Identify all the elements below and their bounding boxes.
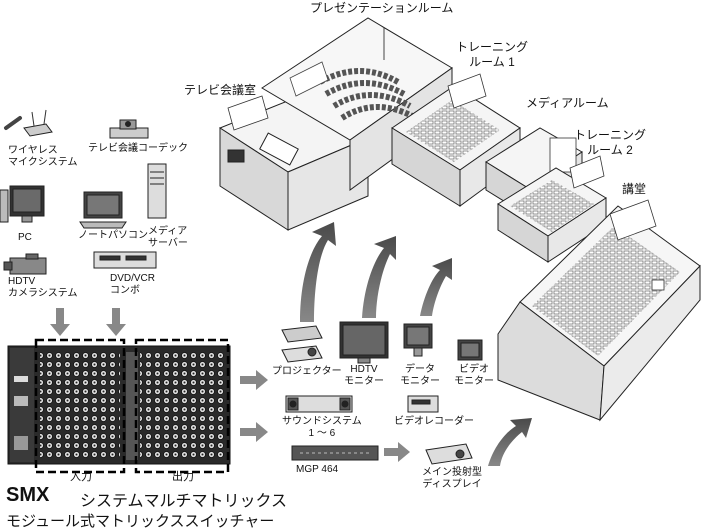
matrix-output-frame — [134, 338, 230, 474]
output-arrows — [240, 370, 410, 462]
output-label-sound-system: サウンドシステム 1 ～ 6 — [282, 416, 362, 440]
room-label-training-1: トレーニング ルーム 1 — [456, 40, 528, 70]
source-label-dvd-vcr-line1: DVD/VCR — [110, 273, 156, 284]
arrow-to-auditorium — [488, 418, 532, 466]
output-label-sound-system-line2: 1 ～ 6 — [308, 428, 336, 439]
source-devices — [0, 109, 167, 275]
title-brand: SMX — [6, 484, 50, 506]
dvd-vcr-icon — [93, 251, 157, 269]
matrix-output-label: 出力 — [172, 471, 194, 483]
video-conference-room — [218, 95, 370, 231]
source-label-pc: PC — [18, 232, 32, 243]
source-label-dvd-vcr: DVD/VCR コンボ — [110, 273, 155, 297]
hdtv-camera-icon — [3, 253, 47, 275]
sound-system-icon — [285, 395, 353, 413]
output-label-hdtv-monitor-line2: モニター — [344, 376, 384, 387]
training-room-2 — [497, 155, 607, 263]
smx-matrix — [7, 338, 231, 474]
source-label-hdtv-camera: HDTV カメラシステム — [8, 276, 78, 300]
source-label-hdtv-camera-line2: カメラシステム — [8, 288, 78, 299]
output-devices — [281, 321, 483, 465]
output-arrow-top — [240, 370, 268, 390]
room-label-training-2: トレーニング ルーム 2 — [574, 128, 646, 158]
title-name: システムマルチマトリックス — [80, 493, 288, 510]
output-label-projector: プロジェクター — [272, 366, 342, 377]
source-label-codec: テレビ会議コーデック — [88, 143, 188, 154]
output-label-video-recorder: ビデオレコーダー — [394, 416, 474, 427]
room-label-video-conf: テレビ会議室 — [184, 83, 257, 97]
output-label-sound-system-line1: サウンドシステム — [282, 416, 362, 427]
output-label-main-display: メイン投射型 ディスプレイ — [422, 467, 482, 491]
matrix-input-label: 入力 — [70, 471, 92, 483]
output-label-data-monitor: データ モニター — [400, 364, 440, 388]
room-label-training-2-line2: ルーム 2 — [587, 143, 633, 157]
wireless-mic-icon — [4, 109, 53, 137]
codec-icon — [109, 119, 149, 139]
mgp-to-display-arrow — [384, 442, 410, 462]
output-label-hdtv-monitor-line1: HDTV — [350, 364, 378, 375]
output-label-video-monitor: ビデオ モニター — [454, 364, 494, 388]
video-recorder-icon — [407, 395, 439, 413]
source-label-media-server-line1: メディア — [148, 226, 188, 237]
media-server-icon — [147, 163, 167, 219]
output-label-video-monitor-line2: モニター — [454, 376, 494, 387]
output-arrow-bottom — [240, 422, 268, 442]
matrix-input-frame — [34, 338, 126, 474]
input-arrows — [50, 308, 126, 336]
output-label-main-display-line1: メイン投射型 — [422, 467, 482, 478]
source-label-wireless-mic-line1: ワイヤレス — [8, 145, 58, 156]
output-label-video-monitor-line1: ビデオ — [459, 364, 489, 375]
arrow-to-training — [420, 258, 452, 316]
building-floor-plan — [218, 17, 701, 422]
room-label-training-2-line1: トレーニング — [574, 128, 647, 142]
hdtv-monitor-icon — [339, 321, 389, 364]
title-subtitle: モジュール式マトリックススイッチャー — [6, 513, 275, 530]
mgp-icon — [291, 445, 379, 461]
notebook-icon — [79, 191, 127, 229]
output-label-hdtv-monitor: HDTV モニター — [344, 364, 384, 388]
video-monitor-icon — [457, 339, 483, 361]
input-arrow-right — [106, 308, 126, 336]
source-label-media-server-line2: サーバー — [148, 238, 188, 249]
output-label-data-monitor-line1: データ — [405, 364, 435, 375]
room-label-presentation: プレゼンテーションルーム — [310, 1, 454, 15]
main-display-icon — [425, 443, 473, 465]
input-arrow-left — [50, 308, 70, 336]
source-label-media-server: メディア サーバー — [148, 226, 188, 250]
pc-icon — [0, 185, 45, 223]
output-label-main-display-line2: ディスプレイ — [422, 479, 482, 490]
training-room-1 — [391, 73, 521, 207]
room-arrows — [300, 222, 532, 466]
auditorium — [497, 199, 701, 422]
room-label-training-1-line2: ルーム 1 — [469, 55, 515, 69]
arrow-to-video-conf — [300, 222, 336, 322]
source-label-notebook: ノートパソコン — [78, 230, 148, 241]
room-label-training-1-line1: トレーニング — [456, 40, 529, 54]
projector-icon — [281, 325, 323, 363]
output-label-data-monitor-line2: モニター — [400, 376, 440, 387]
source-label-dvd-vcr-line2: コンボ — [110, 285, 140, 296]
room-label-media: メディアルーム — [526, 96, 609, 110]
source-label-wireless-mic-line2: マイクシステム — [8, 157, 78, 168]
source-label-wireless-mic: ワイヤレス マイクシステム — [8, 145, 78, 169]
data-monitor-icon — [403, 323, 433, 357]
room-label-auditorium: 講堂 — [622, 182, 647, 196]
source-label-hdtv-camera-line1: HDTV — [8, 276, 36, 287]
output-label-mgp: MGP 464 — [296, 464, 339, 475]
arrow-to-presentation — [362, 236, 396, 318]
